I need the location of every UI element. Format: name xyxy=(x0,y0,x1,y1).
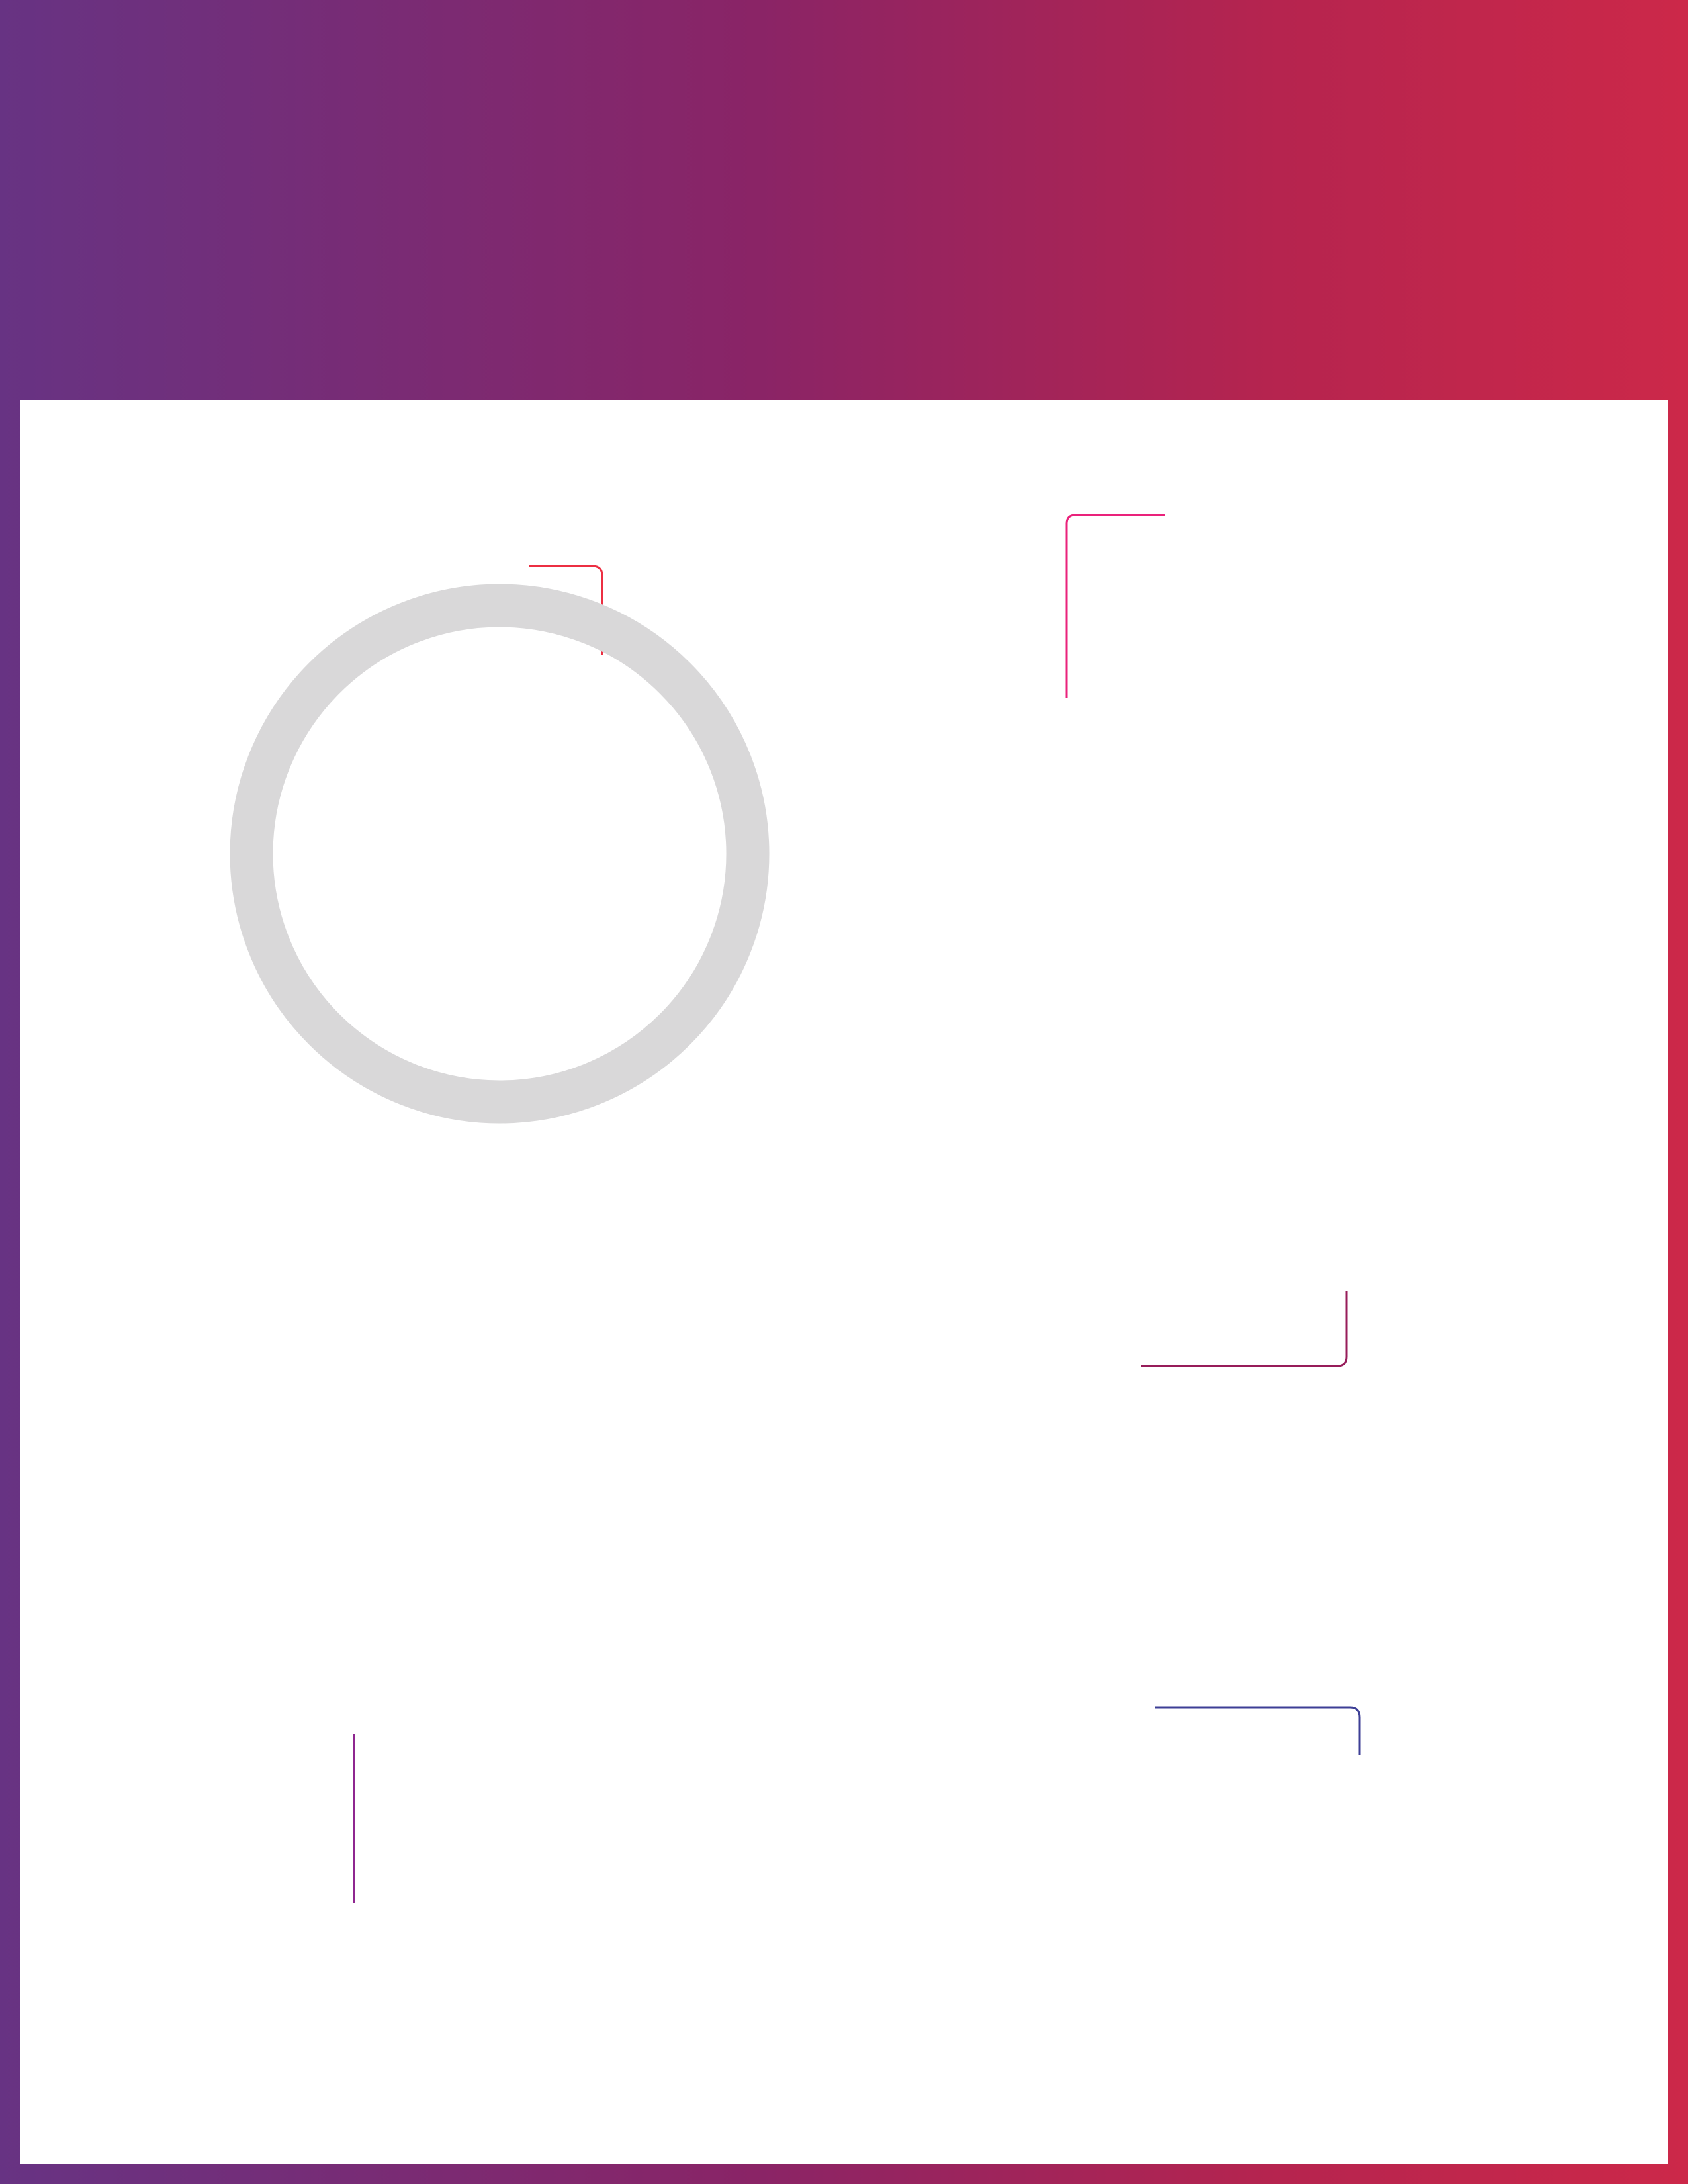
science-connector-line xyxy=(529,565,603,655)
art-connector-line xyxy=(1141,1291,1348,1367)
business-connector-line xyxy=(1065,514,1165,698)
process-connector-line xyxy=(1155,1706,1361,1755)
